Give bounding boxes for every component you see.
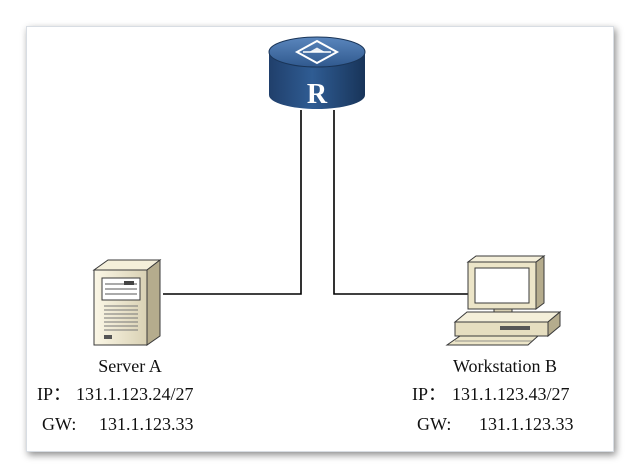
server-gw-label: GW:	[42, 414, 76, 434]
server-gw: 131.1.123.33	[99, 414, 194, 434]
router-icon[interactable]	[268, 36, 366, 109]
workstation-labels: Workstation B IP： 131.1.123.43/27 GW: 13…	[412, 356, 574, 434]
workstation-ip: 131.1.123.43/27	[452, 384, 570, 404]
workstation-name: Workstation B	[453, 356, 557, 376]
link-router-workstation	[333, 110, 470, 295]
server-name: Server A	[98, 356, 161, 376]
workstation-gw: 131.1.123.33	[479, 414, 574, 434]
router-letter: R	[307, 79, 328, 110]
workstation-ip-label: IP：	[412, 384, 446, 404]
server-labels: Server A IP： 131.1.123.24/27 GW: 131.1.1…	[37, 356, 194, 434]
workstation-gw-label: GW:	[417, 414, 451, 434]
workstation-icon[interactable]	[445, 255, 562, 346]
server-ip: 131.1.123.24/27	[76, 384, 194, 404]
link-server-router	[163, 110, 302, 295]
server-icon[interactable]	[92, 258, 162, 346]
server-ip-label: IP：	[37, 384, 71, 404]
